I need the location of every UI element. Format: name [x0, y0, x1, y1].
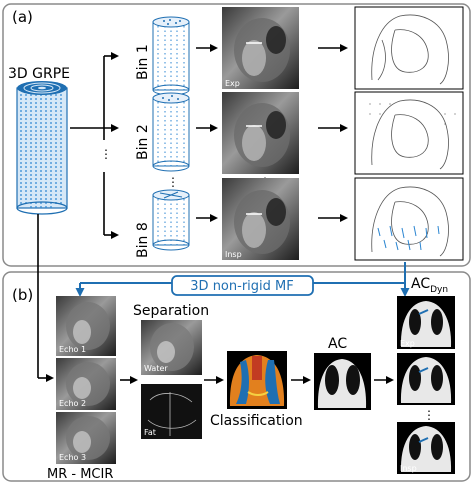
ac-image — [314, 353, 371, 410]
echo-3-label: Echo 3 — [59, 453, 86, 462]
bin-1-cylinder — [152, 16, 190, 96]
acdyn-label-main: AC — [411, 276, 430, 292]
water-label: Water — [144, 364, 168, 373]
acdyn-insp-label: Insp — [400, 464, 417, 473]
mri-bin-1-label: Exp — [225, 79, 240, 88]
mcir-label: MR - MCIR — [47, 467, 113, 482]
echo-1-label: Echo 1 — [59, 345, 86, 354]
bin-2-label: Bin 2 — [135, 124, 151, 160]
panel-a-frame — [2, 3, 471, 267]
acdyn-exp-label: Exp — [400, 339, 415, 348]
acdyn-ellipsis: ⋮ — [423, 408, 435, 422]
echo-2-label: Echo 2 — [59, 399, 86, 408]
bin-ellipsis-left: ⋮ — [100, 147, 112, 161]
classification-image — [227, 351, 287, 409]
mri-bin-8-label: Insp — [225, 250, 242, 259]
panel-b-frame — [2, 271, 471, 482]
motion-field-bin-1 — [354, 6, 464, 90]
motion-field-bin-8 — [354, 177, 464, 261]
mri-bin-1 — [222, 7, 299, 89]
acdyn-insp-image — [397, 422, 455, 474]
echo-3-image — [56, 412, 116, 464]
water-image — [141, 320, 202, 375]
bin-ellipsis-middle: ⋮ — [167, 175, 179, 189]
ac-label: AC — [328, 336, 347, 352]
separation-label: Separation — [133, 303, 209, 319]
echo-2-image — [56, 358, 116, 410]
acdyn-middle-image — [397, 353, 455, 405]
bin-8-label: Bin 8 — [135, 222, 151, 258]
panel-b-tag: (b) — [12, 286, 33, 304]
fat-label: Fat — [144, 428, 156, 437]
motion-field-bin-2 — [354, 91, 464, 175]
mf-label-box — [171, 275, 314, 296]
grpe-label: 3D GRPE — [8, 66, 70, 82]
echo-1-image — [56, 296, 116, 356]
bin-2-cylinder — [152, 92, 190, 172]
mf-label: 3D non-rigid MF — [190, 279, 293, 294]
acdyn-label-sub: Dyn — [430, 285, 448, 295]
fat-image — [141, 384, 202, 439]
acdyn-label: ACDyn — [411, 276, 448, 295]
mri-bin-8 — [222, 178, 299, 260]
panel-a-tag: (a) — [12, 8, 33, 26]
classification-label: Classification — [210, 413, 303, 429]
bin-8-cylinder — [152, 189, 190, 251]
acdyn-exp-image — [397, 296, 455, 349]
bin-1-label: Bin 1 — [135, 44, 151, 80]
mri-bin-2 — [222, 92, 299, 174]
grpe-cylinder — [16, 81, 68, 215]
